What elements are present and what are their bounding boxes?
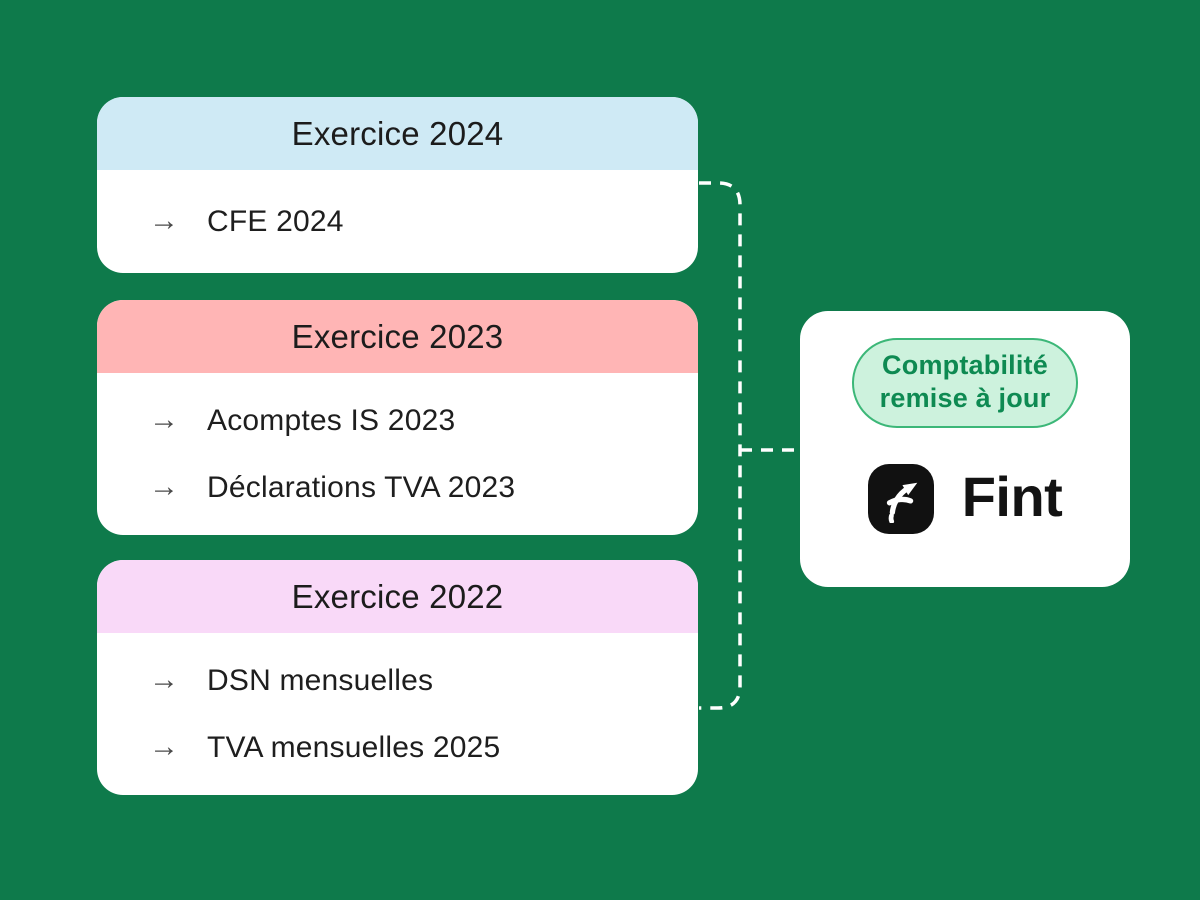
task-label: CFE 2024 — [207, 204, 344, 238]
card-header: Exercice 2024 — [97, 97, 698, 170]
arrow-right-icon: → — [149, 662, 179, 696]
brand-wordmark: Fint — [961, 465, 1063, 528]
exercise-card-2023: Exercice 2023 → Acomptes IS 2023 → Décla… — [97, 300, 698, 535]
task-item: → DSN mensuelles — [149, 661, 698, 700]
status-badge-line2: remise à jour — [879, 383, 1051, 413]
status-badge-line1: Comptabilité — [882, 350, 1048, 380]
task-label: Déclarations TVA 2023 — [207, 470, 516, 504]
exercise-card-2024: Exercice 2024 → CFE 2024 — [97, 97, 698, 273]
result-card: Comptabilité remise à jour Fint — [800, 311, 1130, 587]
fint-feather-logo-icon — [867, 464, 934, 534]
exercise-card-2022: Exercice 2022 → DSN mensuelles → TVA men… — [97, 560, 698, 795]
card-header: Exercice 2022 — [97, 560, 698, 633]
card-title: Exercice 2022 — [291, 577, 504, 615]
arrow-right-icon: → — [149, 203, 179, 237]
card-body: → Acomptes IS 2023 → Déclarations TVA 20… — [97, 373, 698, 535]
card-header: Exercice 2023 — [97, 300, 698, 373]
arrow-right-icon: → — [149, 402, 179, 436]
brand-lockup: Fint — [867, 464, 1063, 534]
arrow-right-icon: → — [149, 729, 179, 763]
task-label: DSN mensuelles — [207, 663, 434, 697]
task-item: → CFE 2024 — [149, 202, 698, 241]
task-label: TVA mensuelles 2025 — [207, 730, 501, 764]
task-item: → TVA mensuelles 2025 — [149, 728, 698, 767]
arrow-right-icon: → — [149, 469, 179, 503]
status-badge: Comptabilité remise à jour — [851, 338, 1079, 428]
feather-arrow-glyph — [886, 482, 917, 523]
card-title: Exercice 2023 — [291, 317, 504, 355]
connector-elbow-path — [699, 181, 742, 710]
task-label: Acomptes IS 2023 — [207, 403, 456, 437]
card-body: → CFE 2024 — [97, 170, 698, 273]
card-title: Exercice 2024 — [291, 114, 504, 152]
task-item: → Acomptes IS 2023 — [149, 401, 698, 440]
card-body: → DSN mensuelles → TVA mensuelles 2025 — [97, 633, 698, 795]
task-item: → Déclarations TVA 2023 — [149, 468, 698, 507]
